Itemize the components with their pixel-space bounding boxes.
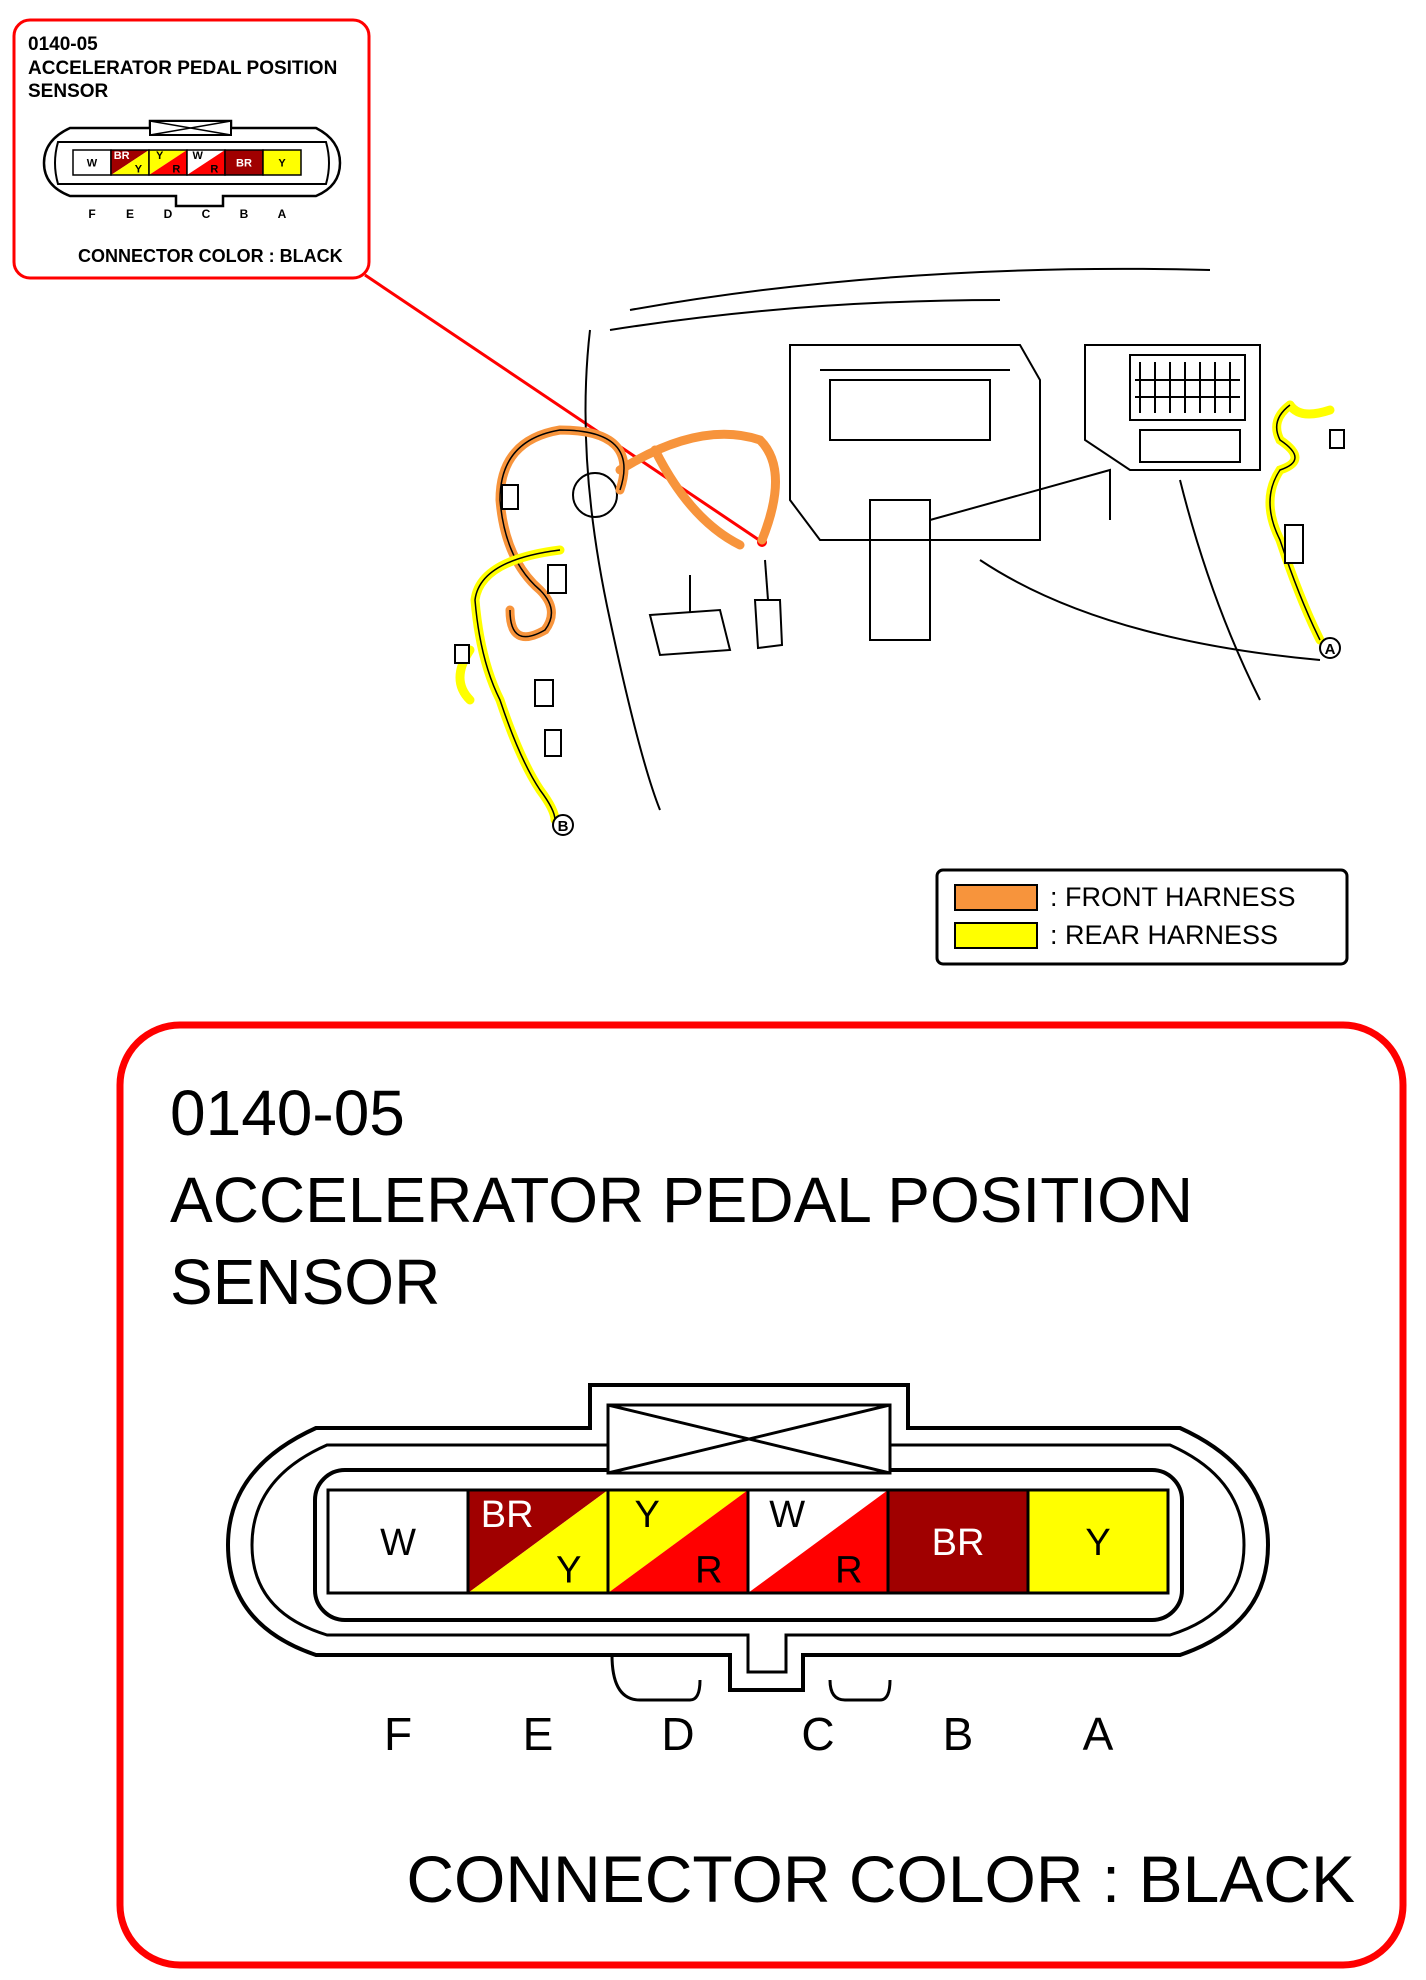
pin-wire-label-primary: W [769,1494,805,1536]
small-pin-c: WR [186,149,226,176]
connector-code: 0140-05 [170,1077,405,1149]
pin-letter-f: F [88,207,95,221]
callout-leader-line [364,273,763,544]
pin-wire-label-primary: Y [156,150,164,162]
pin-letter-c: C [801,1708,834,1760]
pin-wire-label: Y [278,157,286,169]
pin-wire-label: BR [932,1522,985,1564]
marker-b-label: B [558,818,569,835]
small-connector-code: 0140-05 [28,34,98,55]
front-harness-wiring [495,425,780,642]
pin-letter-f: F [384,1708,412,1760]
pin-wire-label-primary: Y [635,1494,660,1536]
pin-wire-label: W [87,157,98,169]
pin-color-secondary [608,1490,748,1593]
small-connector-color: CONNECTOR COLOR : BLACK [78,246,343,266]
rear-harness-wiring [455,400,1335,825]
pin-wire-label-secondary: R [210,164,218,176]
pin-f: W [326,1488,470,1595]
connector-name-line1: ACCELERATOR PEDAL POSITION [170,1164,1193,1236]
front-harness-label: : FRONT HARNESS [1050,882,1296,912]
small-connector-name-line1: ACCELERATOR PEDAL POSITION [28,58,337,79]
harness-legend: : FRONT HARNESS : REAR HARNESS [935,868,1349,966]
pin-wire-label-secondary: Y [135,164,143,176]
rear-harness-outline [474,404,1321,821]
pin-c: WR [746,1488,890,1595]
pin-wire-label-primary: BR [481,1494,534,1536]
small-pin-e: BR Y [110,149,150,176]
small-connector-name-line2: SENSOR [28,81,109,102]
connector-color-label: CONNECTOR COLOR : BLACK [406,1842,1355,1916]
pin-letter-e: E [523,1708,554,1760]
pin-wire-label-secondary: R [695,1550,722,1592]
marker-a: A [1319,637,1341,659]
harness-connectors [454,429,1345,757]
small-pin-f: W [72,149,112,176]
pin-wire-label-secondary: Y [556,1550,581,1592]
marker-b: B [552,814,574,836]
pin-wire-label-primary: BR [114,150,130,162]
large-callout: 0140-05 ACCELERATOR PEDAL POSITION SENSO… [116,1021,1407,1969]
pin-wire-label: Y [1085,1522,1110,1564]
small-callout: 0140-05 ACCELERATOR PEDAL POSITION SENSO… [12,18,371,280]
pin-letter-e: E [126,207,134,221]
front-harness-swatch [954,884,1038,911]
pin-color-secondary [187,150,225,175]
pin-color-secondary [111,150,149,175]
pin-a: Y [1026,1488,1170,1595]
rear-harness-swatch [954,922,1038,949]
pin-color-secondary [748,1490,888,1593]
pin-letter-a: A [1083,1708,1114,1760]
pin-letter-d: D [164,207,173,221]
pin-b: BR [886,1488,1030,1595]
front-harness-outline [499,429,625,638]
pin-wire-label: BR [236,157,252,169]
connector-name-line2: SENSOR [170,1246,440,1318]
pin-letter-c: C [202,207,211,221]
pin-e: BR Y [466,1488,610,1595]
pin-wire-label: W [380,1522,416,1564]
legend-border [935,868,1349,966]
pin-d: YR [606,1488,750,1595]
marker-a-label: A [1325,641,1336,658]
dashboard-illustration [572,267,1321,811]
small-pin-a: Y [262,149,302,176]
pin-letter-d: D [661,1708,694,1760]
rear-harness-label: : REAR HARNESS [1050,920,1278,950]
pin-letter-b: B [943,1708,974,1760]
small-pin-b: BR [224,149,264,176]
pin-letter-a: A [278,207,287,221]
pin-letter-b: B [240,207,249,221]
pin-wire-label-secondary: R [835,1550,862,1592]
small-pin-d: YR [148,149,188,176]
pin-wire-label-primary: W [192,150,203,162]
pin-color-secondary [468,1490,608,1593]
pin-color-secondary [149,150,187,175]
pin-wire-label-secondary: R [172,164,180,176]
